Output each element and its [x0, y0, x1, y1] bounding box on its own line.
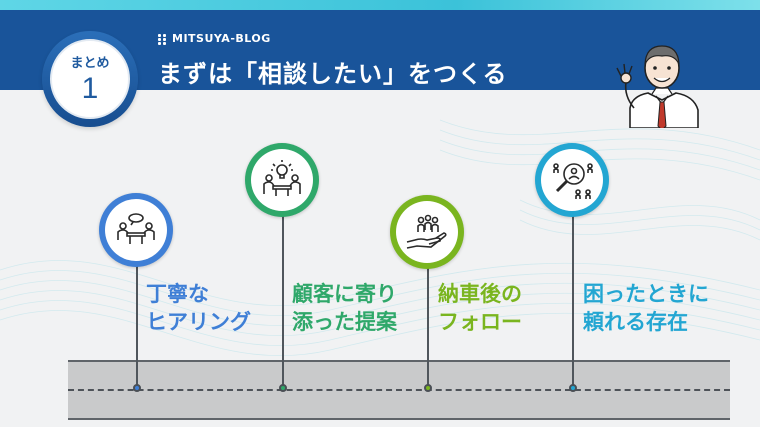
search-people-icon [553, 163, 593, 199]
milestone-label-follow: 納車後の フォロー [438, 280, 522, 336]
milestone-label-line: 丁寧な [146, 282, 209, 306]
hand-people-icon [406, 214, 447, 249]
badge-number: 1 [81, 71, 99, 105]
milestone-label-line: 添った提案 [292, 310, 397, 334]
milestone-anchor-dot [279, 384, 287, 392]
milestone-anchor-dot [569, 384, 577, 392]
milestone-label-line: ヒアリング [146, 310, 251, 334]
milestone-pole [136, 230, 138, 387]
milestone-pole [282, 214, 284, 387]
milestone-label-proposal: 顧客に寄り 添った提案 [292, 280, 397, 336]
milestone-pole [427, 234, 429, 387]
top-accent-strip [0, 0, 760, 10]
milestone-anchor-dot [133, 384, 141, 392]
milestone-label-hearing: 丁寧な ヒアリング [146, 280, 251, 336]
milestone-circle-support [535, 143, 609, 217]
milestone-label-line: 頼れる存在 [583, 310, 688, 334]
milestone-label-support: 困ったときに 頼れる存在 [583, 280, 709, 336]
brand-name: MITSUYA-BLOG [172, 32, 271, 45]
milestone-label-line: フォロー [438, 310, 522, 334]
milestone-pole [572, 214, 574, 387]
milestone-anchor-dot [424, 384, 432, 392]
page-title: まずは「相談したい」をつくる [158, 60, 508, 88]
milestone-circle-follow [390, 195, 464, 269]
milestone-label-line: 困ったときに [583, 282, 709, 306]
brand-logo-icon [158, 33, 166, 45]
meeting-table-icon [117, 213, 155, 244]
milestone-circle-hearing [99, 193, 173, 267]
road-center-line [68, 389, 730, 391]
milestone-label-line: 納車後の [438, 282, 522, 306]
idea-discussion-icon [263, 160, 301, 196]
milestone-circle-proposal [245, 143, 319, 217]
milestone-label-line: 顧客に寄り [292, 282, 397, 306]
businessman-ok-gesture-icon [616, 45, 699, 128]
badge-label: まとめ [70, 55, 110, 71]
summary-badge: まとめ 1 [42, 31, 138, 127]
timeline-road [68, 360, 730, 420]
brand: MITSUYA-BLOG [158, 32, 271, 45]
